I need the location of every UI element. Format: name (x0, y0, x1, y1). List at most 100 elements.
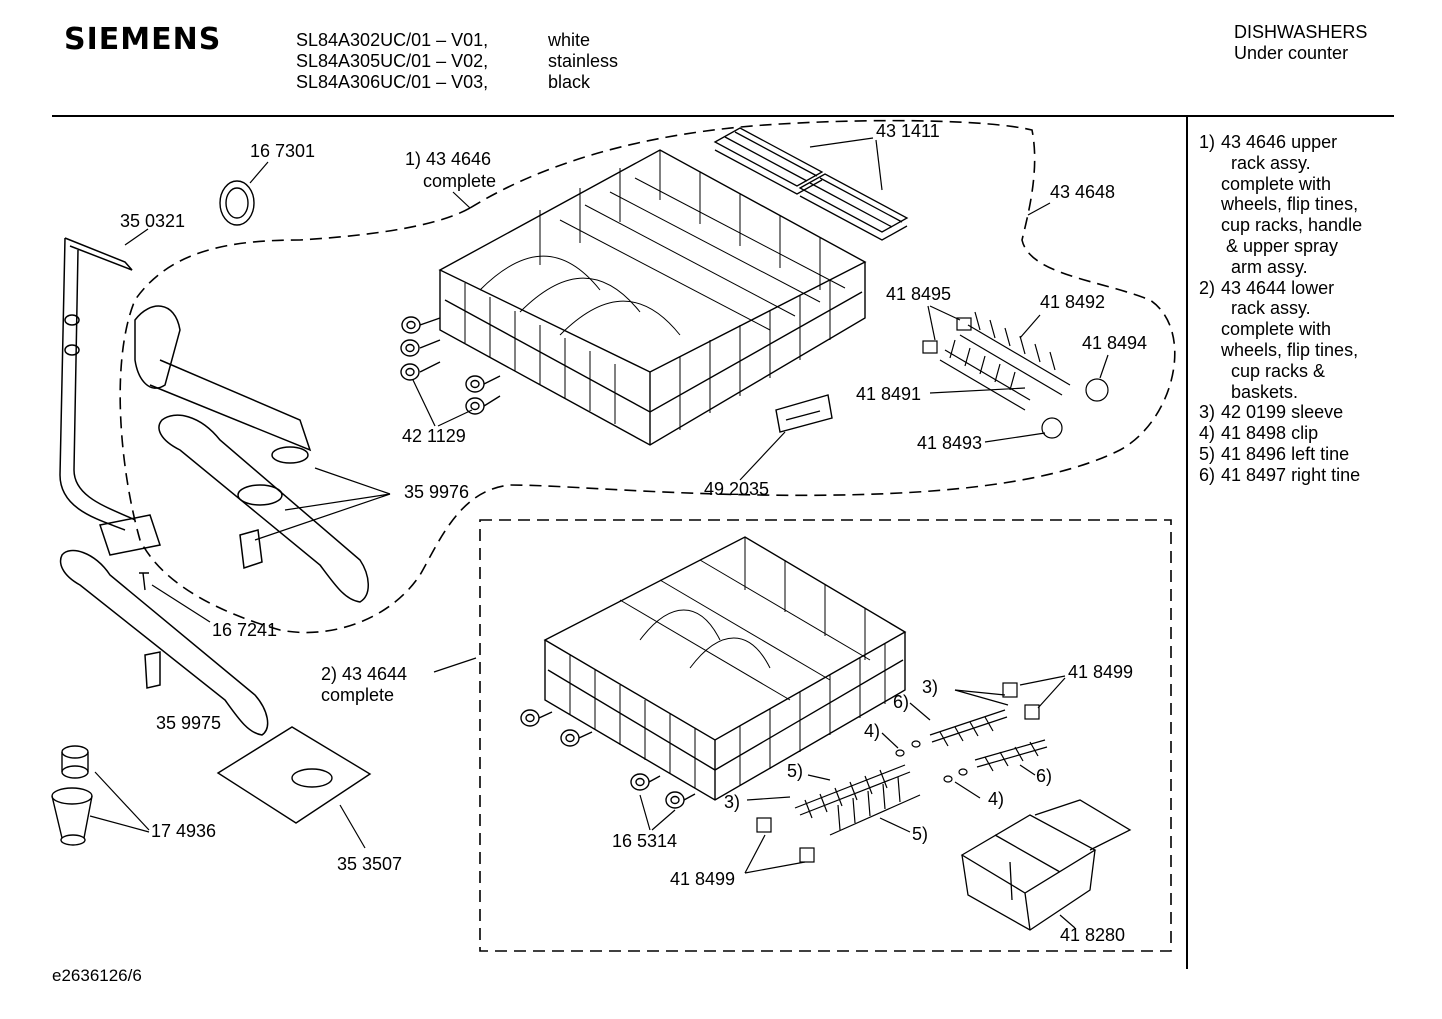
legend-text: 41 8497 right tine (1221, 464, 1361, 485)
lower-rack-drawing (543, 536, 907, 801)
label-41-8495: 41 8495 (886, 284, 951, 304)
label-49-2035: 49 2035 (704, 479, 769, 499)
upper-spray-arm-tube (134, 305, 312, 464)
callout-4-right: 4) (988, 789, 1004, 809)
model-list: SL84A302UC/01 – V01, SL84A305UC/01 – V02… (296, 30, 488, 93)
legend-row: cup racks, handle (1199, 215, 1362, 236)
label-41-8280: 41 8280 (1060, 925, 1125, 945)
legend-row: baskets. (1199, 382, 1362, 403)
legend-text: cup racks, handle (1221, 215, 1363, 236)
legend-text: wheels, flip tines, (1221, 339, 1359, 360)
label-35-9975: 35 9975 (156, 713, 221, 733)
label-42-1129: 42 1129 (402, 426, 466, 446)
legend-text: baskets. (1221, 381, 1299, 402)
legend-marker: 1) (1199, 132, 1216, 152)
legend-row: 6)41 8497 right tine (1199, 465, 1362, 486)
callout-3-upper: 3) (922, 677, 938, 697)
legend-text: arm assy. (1221, 256, 1308, 277)
cutlery-basket (960, 799, 1132, 931)
model-line: SL84A302UC/01 – V01, (296, 30, 489, 50)
legend-text: complete with (1221, 173, 1332, 194)
screw-part (139, 572, 149, 591)
label-16-5314: 16 5314 (612, 831, 677, 851)
category-label: DISHWASHERS Under counter (1234, 22, 1367, 64)
label-35-3507: 35 3507 (337, 854, 402, 874)
legend-row: 2)43 4644 lower (1199, 278, 1362, 299)
document-id: e2636126/6 (52, 966, 142, 985)
label-lower-rack: 2) 43 4644 (321, 664, 407, 684)
color-line: stainless (548, 51, 619, 71)
filter-parts (51, 745, 93, 846)
legend-text: & upper spray (1221, 235, 1339, 256)
label-17-4936: 17 4936 (151, 821, 216, 841)
legend-row: wheels, flip tines, (1199, 340, 1362, 361)
color-list: white stainless black (548, 30, 618, 93)
legend-row: cup racks & (1199, 361, 1362, 382)
legend-row: 1)43 4646 upper (1199, 132, 1362, 153)
category-line: DISHWASHERS (1234, 22, 1368, 42)
callout-3-lower: 3) (724, 792, 740, 812)
legend-text: 43 4644 lower (1221, 277, 1335, 298)
model-line: SL84A305UC/01 – V02, (296, 51, 489, 71)
filter-plate (216, 726, 372, 824)
lower-spray-arm (59, 549, 269, 736)
label-41-8493: 41 8493 (917, 433, 982, 453)
label-16-7241: 16 7241 (212, 620, 277, 640)
legend-row: arm assy. (1199, 257, 1362, 278)
upper-rack-drawing (438, 149, 867, 446)
color-line: black (548, 72, 591, 92)
label-43-1411: 43 1411 (876, 121, 940, 141)
label-16-7301: 16 7301 (250, 141, 315, 161)
callout-5-right: 5) (912, 824, 928, 844)
legend-row: rack assy. (1199, 298, 1362, 319)
lower-flip-tines (756, 682, 1048, 863)
color-line: white (548, 30, 591, 50)
legend-text: rack assy. (1221, 298, 1311, 319)
rack-handle (775, 394, 833, 433)
legend-row: 3)42 0199 sleeve (1199, 402, 1362, 423)
flip-tine-assembly (922, 311, 1109, 439)
label-35-9976: 35 9976 (404, 482, 469, 502)
legend-text: 41 8496 left tine (1221, 443, 1350, 464)
callout-6-right: 6) (1036, 766, 1052, 786)
legend-divider (1186, 117, 1188, 969)
legend-row: wheels, flip tines, (1199, 194, 1362, 215)
legend-marker: 4) (1199, 423, 1216, 444)
upper-assembly-boundary (119, 119, 1176, 634)
legend-row: 5)41 8496 left tine (1199, 444, 1362, 465)
cup-rack-shelves (713, 127, 909, 241)
legend-row: rack assy. (1199, 153, 1362, 174)
label-upper-rack-complete: complete (423, 171, 496, 191)
leader-lines (89, 137, 1109, 929)
legend-row: complete with (1199, 319, 1362, 340)
header-divider (52, 115, 1394, 117)
callout-5-left: 5) (787, 761, 803, 781)
label-41-8491: 41 8491 (856, 384, 921, 404)
label-lower-rack-complete: complete (321, 685, 394, 705)
legend-text: 42 0199 sleeve (1221, 402, 1344, 423)
label-41-8492: 41 8492 (1040, 292, 1105, 312)
label-41-8494: 41 8494 (1082, 333, 1147, 353)
lower-assembly-boundary (479, 519, 1172, 952)
legend-text: rack assy. (1221, 152, 1311, 173)
model-line: SL84A306UC/01 – V03, (296, 72, 489, 92)
legend-marker: 5) (1199, 443, 1216, 464)
legend-text: 41 8498 clip (1221, 423, 1319, 444)
legend-row: 4)41 8498 clip (1199, 423, 1362, 444)
label-41-8499-left: 41 8499 (670, 869, 735, 889)
label-upper-rack: 1) 43 4646 (405, 149, 491, 169)
legend-text: wheels, flip tines, (1221, 194, 1359, 215)
callout-4-left: 4) (864, 721, 880, 741)
legend-marker: 6) (1199, 464, 1216, 485)
lower-rack-wheels (520, 709, 696, 809)
upper-rack-wheels (400, 316, 501, 415)
nozzle-part (219, 180, 255, 226)
supply-pipe (59, 237, 161, 556)
legend-marker: 2) (1199, 277, 1216, 298)
legend-text: complete with (1221, 319, 1332, 340)
callout-6-upper: 6) (893, 692, 909, 712)
label-41-8499-right: 41 8499 (1068, 662, 1133, 682)
label-35-0321: 35 0321 (120, 211, 185, 231)
